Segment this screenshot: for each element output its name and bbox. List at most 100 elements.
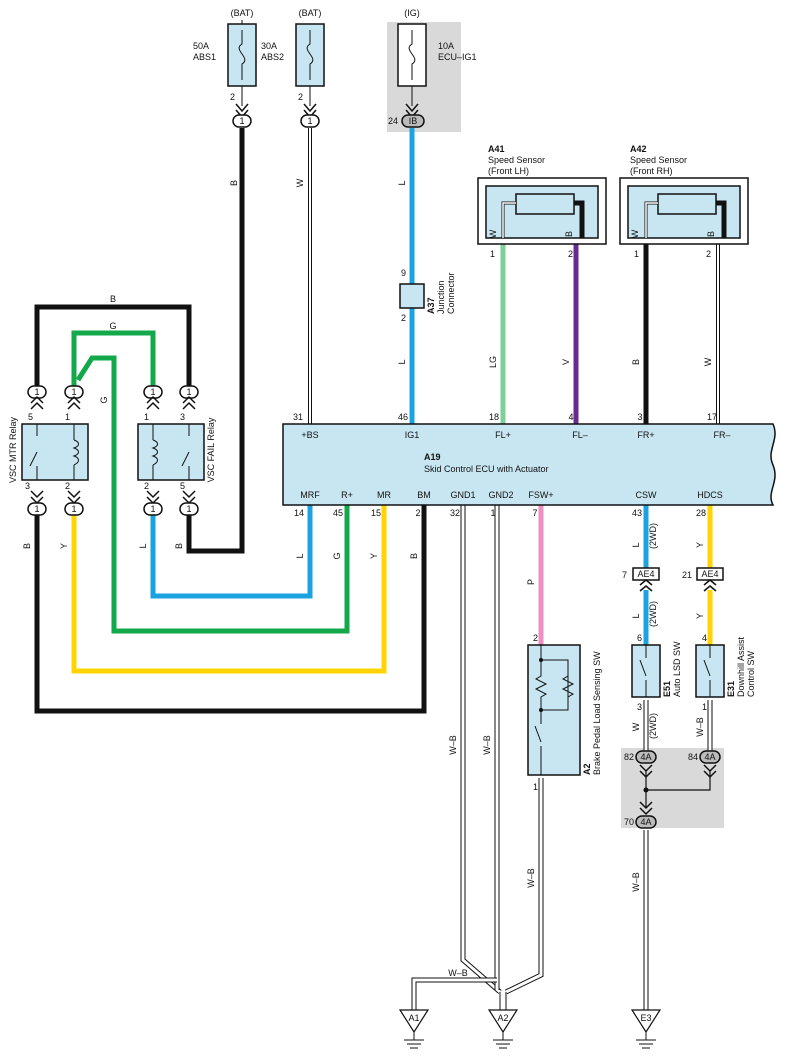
svg-text:G: G xyxy=(332,552,342,559)
wire-g-relay-top xyxy=(71,330,156,394)
svg-text:6: 6 xyxy=(637,633,642,643)
svg-text:3: 3 xyxy=(180,412,185,422)
svg-text:Y: Y xyxy=(695,542,705,548)
svg-text:GND1: GND1 xyxy=(450,490,475,500)
svg-text:MRF: MRF xyxy=(300,490,320,500)
svg-text:1: 1 xyxy=(239,116,244,126)
svg-text:1: 1 xyxy=(34,504,39,514)
svg-text:A1: A1 xyxy=(408,1013,419,1023)
svg-text:84: 84 xyxy=(688,752,698,762)
svg-text:1: 1 xyxy=(186,387,191,397)
wire-b-relay-top xyxy=(34,304,192,394)
svg-text:(2WD): (2WD) xyxy=(648,601,658,627)
svg-text:1: 1 xyxy=(150,387,155,397)
svg-text:7: 7 xyxy=(622,570,627,580)
svg-text:B: B xyxy=(110,294,116,304)
svg-text:(Front RH): (Front RH) xyxy=(630,166,673,176)
svg-text:W–B: W–B xyxy=(695,717,705,737)
wire-y-mr xyxy=(71,505,387,674)
svg-text:Auto LSD SW: Auto LSD SW xyxy=(672,641,682,697)
svg-text:W: W xyxy=(295,178,305,187)
svg-text:Y: Y xyxy=(369,553,379,559)
svg-text:2: 2 xyxy=(144,481,149,491)
svg-text:E51: E51 xyxy=(662,681,672,697)
svg-text:1: 1 xyxy=(71,504,76,514)
fuse-ecu-ig1: (IG) 10A ECU–IG1 24 IB xyxy=(388,8,477,128)
svg-text:Y: Y xyxy=(59,543,69,549)
svg-text:(2WD): (2WD) xyxy=(648,523,658,549)
svg-text:G: G xyxy=(109,321,116,331)
connector-4a: 82 4A 84 4A 70 4A xyxy=(624,750,721,829)
svg-text:L: L xyxy=(631,542,641,547)
svg-text:15: 15 xyxy=(371,508,381,518)
svg-text:4: 4 xyxy=(568,412,573,422)
svg-text:W–B: W–B xyxy=(448,735,458,755)
svg-text:GND2: GND2 xyxy=(488,490,513,500)
svg-text:45: 45 xyxy=(333,508,343,518)
svg-text:A42: A42 xyxy=(630,144,647,154)
svg-text:W–B: W–B xyxy=(448,968,468,978)
svg-text:B: B xyxy=(22,543,32,549)
svg-text:+BS: +BS xyxy=(301,430,318,440)
svg-text:W: W xyxy=(703,357,713,366)
svg-text:1: 1 xyxy=(490,249,495,259)
relay-vsc-mtr: 5 1 1 1 3 2 1 1 VSC MTR Relay xyxy=(8,385,89,516)
svg-text:FR+: FR+ xyxy=(637,430,654,440)
svg-text:43: 43 xyxy=(632,508,642,518)
svg-text:Control SW: Control SW xyxy=(746,650,756,697)
svg-text:A19: A19 xyxy=(424,452,441,462)
svg-text:BM: BM xyxy=(417,490,431,500)
svg-text:AE4: AE4 xyxy=(637,569,654,579)
svg-text:18: 18 xyxy=(489,412,499,422)
svg-text:Y: Y xyxy=(695,613,705,619)
wire-b-abs1 xyxy=(186,128,245,554)
svg-text:2: 2 xyxy=(568,249,573,259)
svg-text:(2WD): (2WD) xyxy=(648,713,658,739)
svg-text:Speed Sensor: Speed Sensor xyxy=(488,155,545,165)
wire-b-mtr xyxy=(34,505,427,714)
svg-text:IG1: IG1 xyxy=(405,430,420,440)
svg-text:Skid Control ECU with Actuator: Skid Control ECU with Actuator xyxy=(424,464,549,474)
svg-text:2: 2 xyxy=(298,92,303,102)
svg-text:1: 1 xyxy=(144,412,149,422)
svg-text:2: 2 xyxy=(706,249,711,259)
speed-sensor-lh: A41 Speed Sensor (Front LH) W B 1 2 xyxy=(477,144,607,259)
ground-a2: A2 xyxy=(487,992,519,1049)
wire-4a-join xyxy=(645,770,711,808)
junction-connector-a37: 9 2 A37 Junction Connector xyxy=(399,268,456,323)
svg-text:82: 82 xyxy=(624,752,634,762)
svg-text:2: 2 xyxy=(65,481,70,491)
svg-text:B: B xyxy=(409,553,419,559)
svg-text:Downhill Assist: Downhill Assist xyxy=(736,636,746,697)
svg-text:L: L xyxy=(631,613,641,618)
wire-wb-gnd xyxy=(411,505,713,1010)
svg-text:2: 2 xyxy=(401,313,406,323)
svg-text:3: 3 xyxy=(637,412,642,422)
svg-text:B: B xyxy=(564,231,574,237)
switch-auto-lsd: 6 3 E51 Auto LSD SW xyxy=(631,633,682,712)
svg-text:W: W xyxy=(630,229,640,238)
svg-text:P: P xyxy=(526,579,536,585)
svg-text:70: 70 xyxy=(624,817,634,827)
svg-text:(IG): (IG) xyxy=(404,8,420,18)
svg-text:Connector: Connector xyxy=(446,272,456,314)
svg-text:A2: A2 xyxy=(582,763,592,775)
svg-text:3: 3 xyxy=(637,702,642,712)
svg-text:1: 1 xyxy=(634,249,639,259)
junction-dot xyxy=(643,787,649,793)
svg-text:Junction: Junction xyxy=(436,280,446,314)
svg-text:B: B xyxy=(174,543,184,549)
svg-text:B: B xyxy=(229,180,239,186)
svg-text:32: 32 xyxy=(450,508,460,518)
ground-a1: A1 xyxy=(398,1009,430,1049)
svg-text:4: 4 xyxy=(702,633,707,643)
svg-text:VSC FAIL Relay: VSC FAIL Relay xyxy=(206,417,216,482)
svg-text:VSC MTR Relay: VSC MTR Relay xyxy=(8,416,18,483)
svg-text:A41: A41 xyxy=(488,144,505,154)
svg-text:2: 2 xyxy=(415,508,420,518)
svg-text:W–B: W–B xyxy=(482,735,492,755)
svg-text:ABS2: ABS2 xyxy=(261,52,284,62)
svg-text:IB: IB xyxy=(409,116,418,126)
svg-text:1: 1 xyxy=(150,504,155,514)
svg-text:R+: R+ xyxy=(341,490,353,500)
